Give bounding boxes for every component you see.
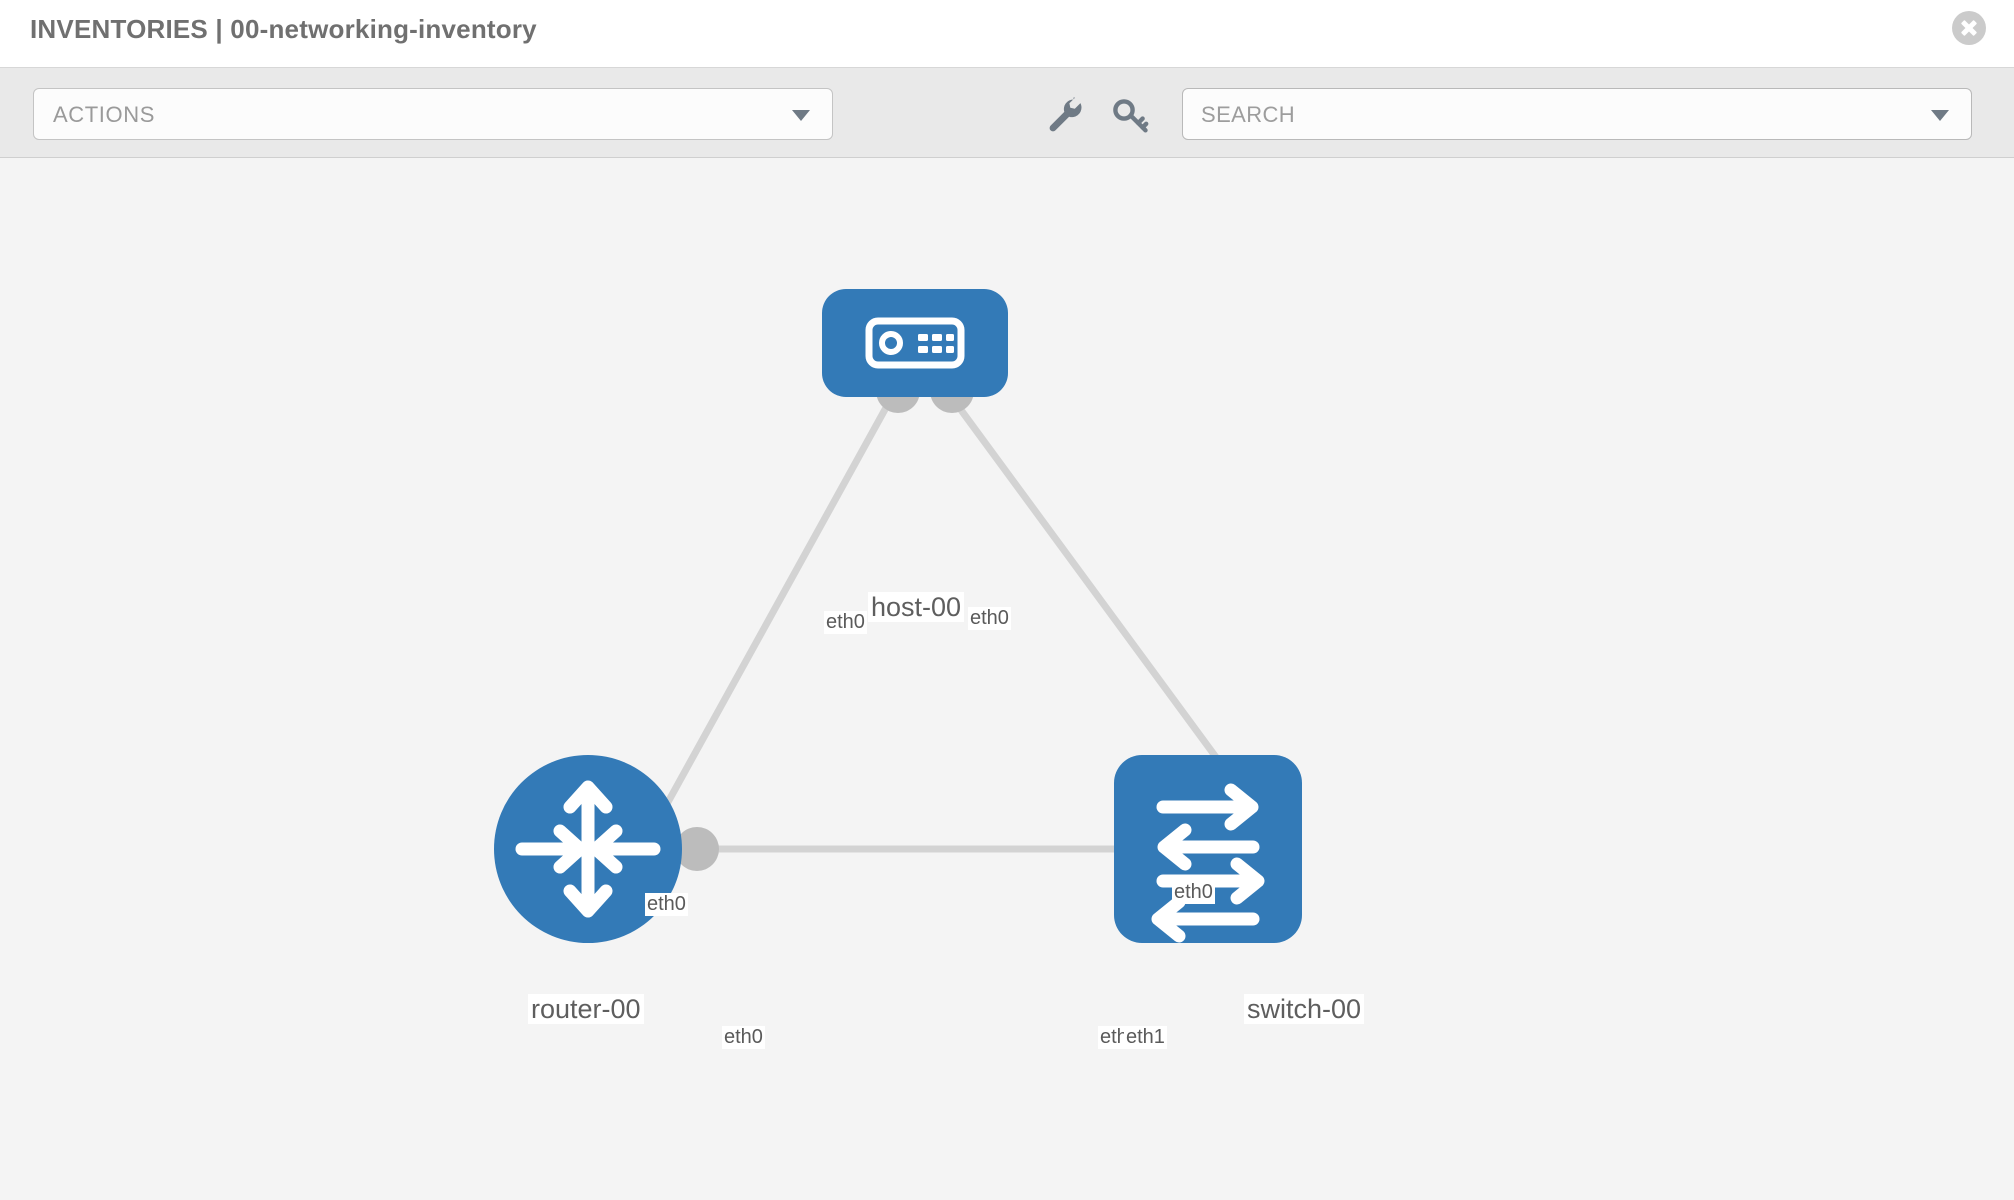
router-arrows-icon (515, 780, 661, 918)
node-label-switch-00: switch-00 (1244, 994, 1365, 1025)
node-switch-00[interactable] (1114, 755, 1302, 943)
iface-label-switch-uplink: eth0 (1172, 881, 1215, 904)
search-chevron-down-icon[interactable] (1931, 110, 1949, 121)
key-icon[interactable] (1104, 88, 1156, 140)
search-input-placeholder: SEARCH (1201, 102, 1296, 127)
node-label-host-00: host-00 (868, 592, 965, 623)
close-icon[interactable] (1952, 11, 1986, 45)
iface-label-host-left: eth0 (824, 611, 867, 634)
node-host-00-body (822, 289, 1008, 397)
node-host-00[interactable] (822, 289, 1008, 397)
topology-canvas[interactable]: host-00 router-00 switch-00 eth0 eth0 et… (0, 159, 2014, 1200)
page-title: INVENTORIES | 00-networking-inventory (30, 14, 537, 44)
link-edges (648, 392, 1235, 853)
page-header: INVENTORIES | 00-networking-inventory (0, 0, 2014, 68)
wrench-icon[interactable] (1037, 88, 1089, 140)
iface-label-host-right: eth0 (968, 607, 1011, 630)
server-icon (865, 317, 965, 369)
toolbar: ACTIONS SEARCH (0, 68, 2014, 158)
iface-label-router-eth0: eth0 (722, 1026, 765, 1049)
iface-label-router-uplink: eth0 (645, 893, 688, 916)
actions-dropdown[interactable]: ACTIONS (33, 88, 833, 140)
node-router-00[interactable] (494, 755, 682, 943)
search-input[interactable]: SEARCH (1182, 88, 1972, 140)
nub-router-right (675, 827, 719, 871)
link-host-router (648, 393, 897, 833)
chevron-down-icon (792, 110, 810, 121)
actions-dropdown-label: ACTIONS (53, 102, 155, 127)
topology-graph (494, 289, 1302, 943)
iface-label-switch-eth1: eth1 (1124, 1026, 1167, 1049)
link-host-switch (947, 392, 1235, 782)
node-label-router-00: router-00 (528, 994, 644, 1025)
